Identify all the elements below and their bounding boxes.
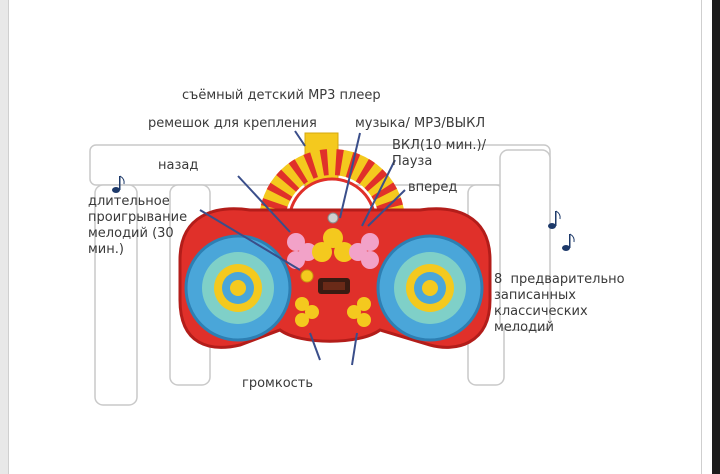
music-note-icon bbox=[548, 210, 561, 229]
right-border bbox=[712, 0, 720, 474]
forward-label: вперед bbox=[408, 180, 458, 195]
left-speaker bbox=[184, 234, 292, 342]
on-pause-label: ВКЛ(10 мин.)/ Пауза bbox=[392, 138, 487, 169]
melodies-label: 8 предварительно записанных классических… bbox=[494, 272, 625, 335]
music-note-icon bbox=[562, 233, 575, 251]
left-border bbox=[0, 0, 8, 474]
long-play-button[interactable] bbox=[300, 269, 314, 283]
back-button[interactable] bbox=[287, 233, 317, 269]
forward-button[interactable] bbox=[349, 233, 379, 269]
volume-down-button[interactable] bbox=[295, 297, 319, 327]
music-note-icon bbox=[112, 175, 125, 193]
image-frame bbox=[8, 0, 702, 474]
crib-rails bbox=[89, 144, 551, 406]
mode-switch[interactable] bbox=[327, 212, 339, 224]
mode-label: музыка/ MP3/ВЫКЛ bbox=[355, 116, 486, 131]
display-segments bbox=[323, 282, 345, 290]
long-play-label: длительное проигрывание мелодий (30 мин.… bbox=[88, 194, 188, 257]
right-speaker bbox=[376, 234, 484, 342]
title-label: съёмный детский MP3 плеер bbox=[182, 88, 381, 103]
volume-up-button[interactable] bbox=[347, 297, 371, 327]
leader-lines bbox=[199, 130, 406, 366]
back-label: назад bbox=[158, 158, 199, 173]
play-pause-button[interactable] bbox=[312, 228, 354, 262]
strap-label: ремешок для крепления bbox=[148, 116, 317, 131]
volume-label: громкость bbox=[242, 376, 314, 391]
